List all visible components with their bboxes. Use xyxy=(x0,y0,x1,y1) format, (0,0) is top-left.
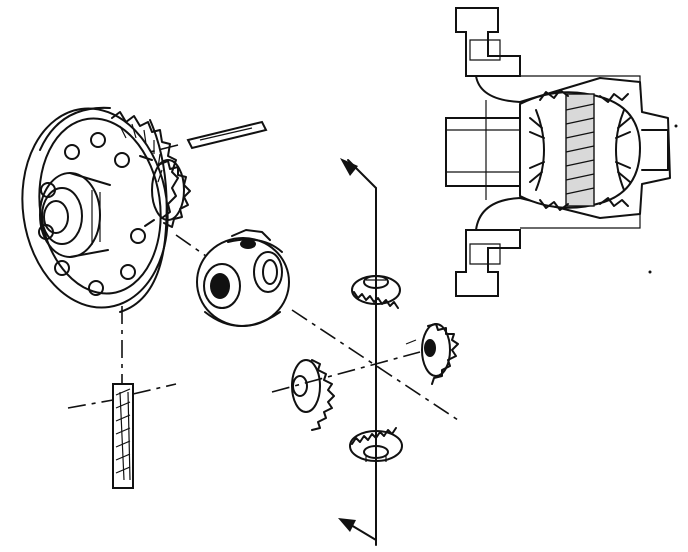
assembled-differential-section xyxy=(445,7,671,297)
bolt-holes xyxy=(38,132,146,296)
rear-pinion-gear xyxy=(139,155,191,228)
center-shaft-section xyxy=(565,93,595,207)
pinion-gear-right xyxy=(405,323,459,385)
arrow-up-icon xyxy=(340,158,358,176)
side-gear-lower xyxy=(349,427,403,462)
pinion-gear-left xyxy=(291,359,335,431)
speck xyxy=(648,270,652,274)
side-gear-upper xyxy=(351,275,401,309)
arrow-down-icon xyxy=(338,518,356,532)
ring-gear-teeth xyxy=(111,111,179,219)
ring-gear-assembly xyxy=(21,106,179,313)
speck xyxy=(674,124,678,128)
cross-shaft xyxy=(67,306,177,489)
exploded-view-axes xyxy=(271,158,459,546)
pinion-shaft-pin xyxy=(149,120,268,153)
differential-case-body xyxy=(175,229,290,327)
